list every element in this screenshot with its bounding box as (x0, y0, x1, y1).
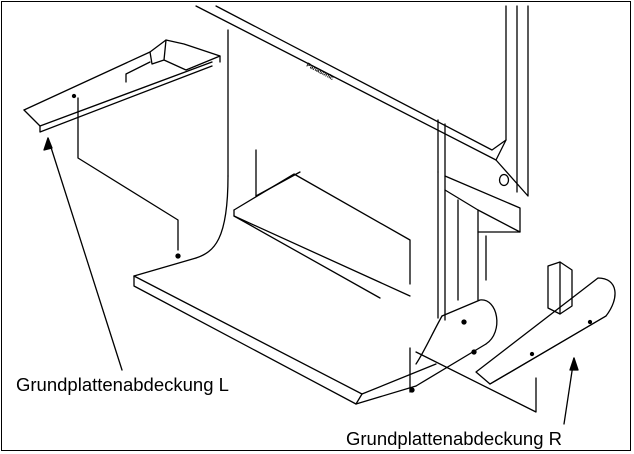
label-arrows (43, 137, 579, 425)
display-panel: Panasonic (195, 5, 529, 197)
base-plate (133, 253, 498, 405)
left-guide-line (77, 97, 179, 251)
label-left-cover: Grundplattenabdeckung L (16, 374, 229, 395)
right-cover (475, 261, 616, 385)
power-button-icon (498, 173, 510, 187)
arrow-head-left-icon (43, 137, 53, 151)
label-right-cover: Grundplattenabdeckung R (346, 428, 562, 449)
inner-bracket (233, 149, 411, 299)
guide-lines (77, 97, 537, 413)
arrow-left-cover (47, 137, 123, 371)
arrow-head-right-icon (569, 357, 579, 371)
stand-column (195, 29, 521, 321)
right-guide-line (415, 351, 537, 413)
left-cover (23, 39, 221, 133)
